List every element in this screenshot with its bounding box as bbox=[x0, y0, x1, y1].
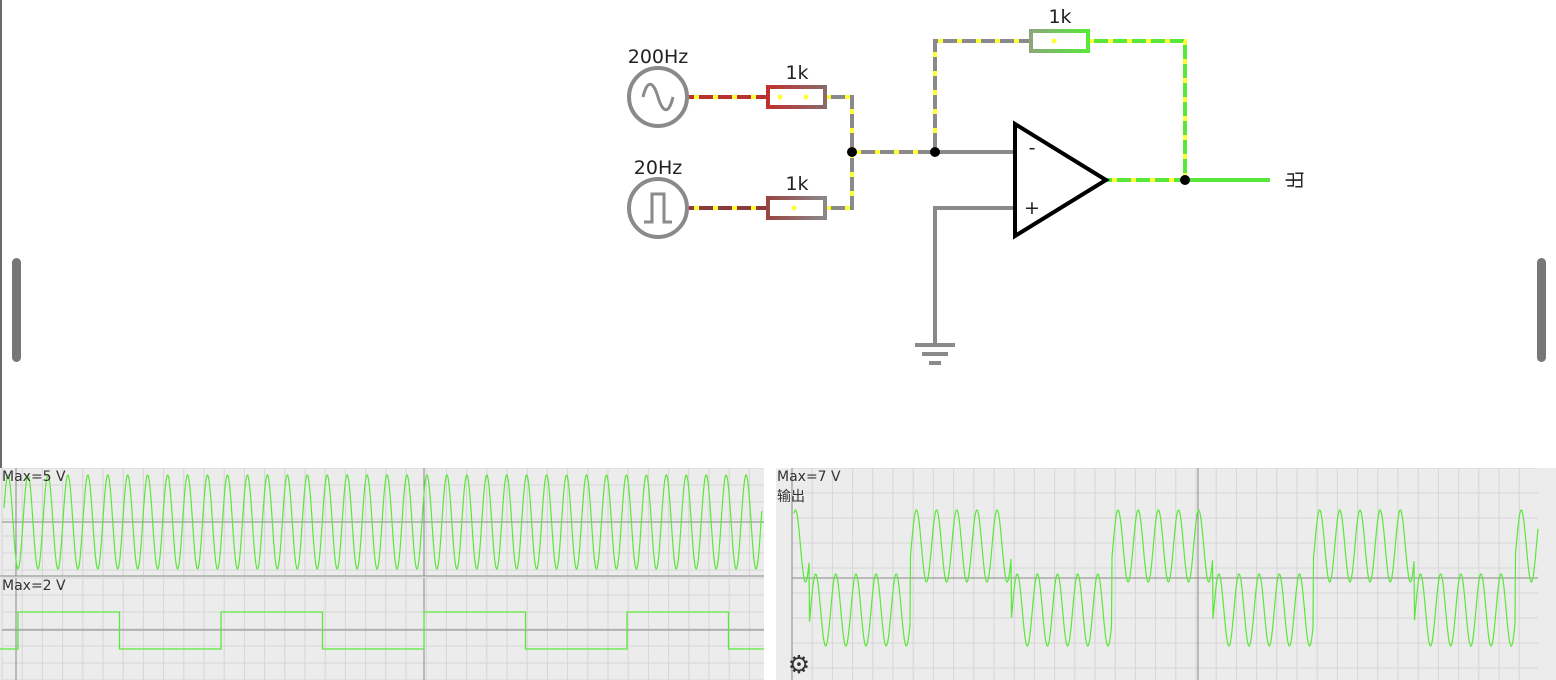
scope-top-max-label: Max=5 V bbox=[2, 469, 66, 485]
scope-output-plot bbox=[791, 468, 1539, 680]
resistor-r3-feedback[interactable] bbox=[1029, 29, 1090, 53]
junction-dot bbox=[930, 147, 940, 157]
resistor-r1-label: 1k bbox=[785, 62, 808, 84]
opamp-noninverting-label: + bbox=[1024, 197, 1040, 219]
resistor-r1[interactable] bbox=[766, 85, 827, 109]
output-label: 出 bbox=[1285, 170, 1307, 189]
scope-panel-inputs[interactable]: Max=5 V Max=2 V bbox=[0, 468, 764, 680]
scope-trace-square bbox=[0, 611, 764, 650]
square-source-freq-label: 20Hz bbox=[634, 157, 682, 179]
wire-r3-to-output-node[interactable] bbox=[1089, 39, 1187, 180]
scope-inputs-plot bbox=[0, 468, 764, 680]
right-panel-drag-handle[interactable] bbox=[1537, 258, 1546, 362]
opamp-inverting-label: - bbox=[1029, 137, 1036, 159]
resistor-r2[interactable] bbox=[766, 196, 827, 220]
square-wave-icon bbox=[644, 192, 672, 224]
scope-trace-output bbox=[793, 509, 1539, 647]
scope-panel-output[interactable]: Max=7 V 输出 ⚙ bbox=[776, 468, 1556, 680]
left-panel-drag-handle[interactable] bbox=[12, 258, 21, 362]
scope-output-max-label: Max=7 V bbox=[777, 469, 841, 485]
junction-dot bbox=[1180, 175, 1190, 185]
ground-symbol[interactable] bbox=[915, 343, 955, 365]
opamp[interactable] bbox=[1013, 120, 1110, 240]
wire-feedback-to-r3[interactable] bbox=[933, 39, 1031, 152]
scope-output-name-label: 输出 bbox=[777, 489, 805, 505]
resistor-r2-label: 1k bbox=[785, 173, 808, 195]
gear-icon[interactable]: ⚙ bbox=[787, 650, 811, 679]
wire-r1-to-summing-node[interactable] bbox=[826, 95, 854, 152]
junction-dot bbox=[847, 147, 857, 157]
sine-source-freq-label: 200Hz bbox=[628, 46, 689, 68]
square-source[interactable] bbox=[627, 177, 689, 239]
scope-trace-sine bbox=[3, 473, 763, 571]
sine-wave-icon bbox=[641, 82, 675, 112]
circuit-schematic[interactable]: 200Hz 20Hz 1k bbox=[0, 0, 1556, 420]
resistor-r3-label: 1k bbox=[1048, 6, 1071, 28]
wire-noninverting-to-ground[interactable] bbox=[933, 206, 1015, 345]
wire-r2-to-summing-node[interactable] bbox=[826, 152, 854, 210]
canvas-left-border bbox=[0, 0, 2, 470]
sine-source[interactable] bbox=[627, 66, 689, 128]
scope-bottom-max-label: Max=2 V bbox=[2, 578, 66, 594]
